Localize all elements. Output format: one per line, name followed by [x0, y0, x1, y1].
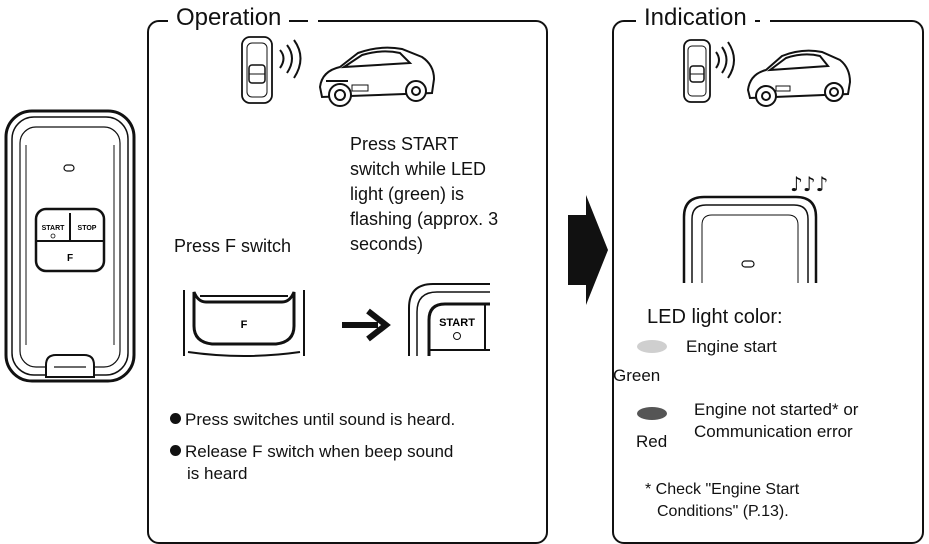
green-desc: Engine start [686, 337, 777, 356]
note-2-cont: is heard [187, 464, 248, 483]
fob-start-label: START [42, 225, 66, 232]
remote-and-car-illustration [683, 39, 852, 107]
operation-panel [147, 20, 548, 544]
start-label: START [439, 317, 475, 329]
music-notes-icon: ♪♪♪ [790, 172, 829, 196]
f-switch-closeup-icon: F [183, 290, 305, 357]
green-label: Green [613, 366, 661, 385]
note-1: Press switches until sound is heard. [170, 409, 455, 431]
fob-f-label: F [67, 253, 73, 264]
operation-title: Operation [168, 5, 290, 31]
step-1-text: Press F switch [174, 236, 292, 256]
led-indicator-icon [682, 195, 818, 283]
led-heading: LED light color: [647, 306, 783, 328]
arrow-right-icon [568, 195, 608, 305]
car-icon [318, 46, 436, 107]
remote-fob-icon: START STOP F [4, 109, 136, 383]
footnote: * Check "Engine Start Conditions" (P.13)… [645, 481, 800, 520]
small-fob-icon [241, 36, 273, 104]
red-label: Red [636, 432, 668, 451]
step-2-text: Press START switch while LED light (gree… [350, 134, 499, 254]
start-switch-closeup-icon: START [408, 283, 490, 356]
green-led-swatch [637, 340, 667, 353]
small-fob-icon [683, 39, 711, 103]
arrow-right-icon [342, 308, 391, 342]
note-2: Release F switch when beep sound [170, 441, 453, 463]
signal-waves-icon [279, 39, 302, 79]
red-led-swatch [637, 407, 667, 420]
red-desc: Engine not started* or Communication err… [694, 400, 859, 441]
fob-stop-label: STOP [78, 225, 97, 232]
car-icon [746, 49, 852, 107]
indication-title: Indication [636, 5, 755, 31]
remote-and-car-illustration [241, 36, 436, 107]
f-label: F [241, 319, 248, 331]
signal-waves-icon [715, 41, 735, 79]
